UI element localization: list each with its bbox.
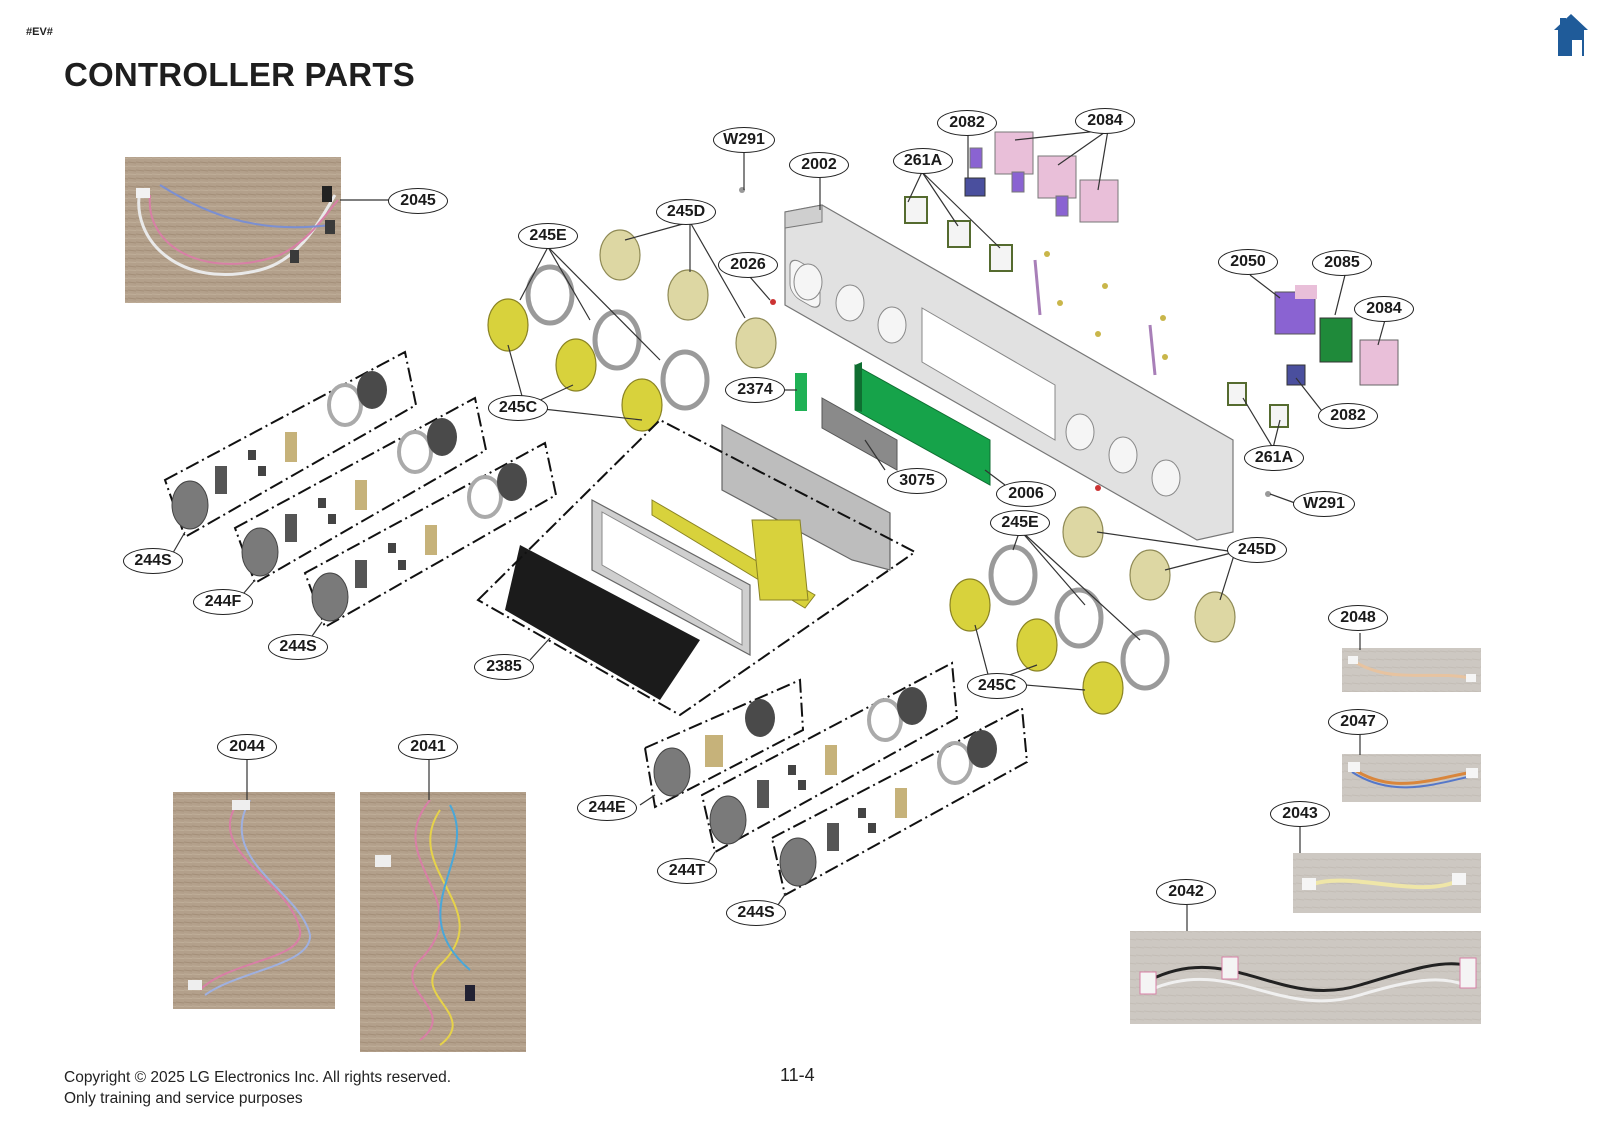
screws <box>1044 251 1168 360</box>
callout-244s-a: 244S <box>123 548 183 574</box>
callout-2084-top: 2084 <box>1075 108 1135 134</box>
screw-w291-right <box>1265 491 1271 497</box>
callout-2050: 2050 <box>1218 249 1278 275</box>
callout-2385: 2385 <box>474 654 534 680</box>
page-number: 11-4 <box>780 1065 815 1085</box>
callout-w291-right: W291 <box>1293 491 1355 517</box>
part-2082-top <box>964 177 986 197</box>
hubs-245d-lower <box>1062 506 1236 643</box>
callout-244t: 244T <box>657 858 717 884</box>
callout-2045: 2045 <box>388 188 448 214</box>
training-note: Only training and service purposes <box>64 1090 303 1107</box>
harness-2045-photo <box>125 157 341 303</box>
leader-lines <box>169 129 1386 931</box>
copyright-text: Copyright © 2025 LG Electronics Inc. All… <box>64 1069 452 1086</box>
harness-2043-photo <box>1293 853 1481 913</box>
bezels-245c-lower <box>949 578 1124 715</box>
hubs-245d-upper <box>599 229 777 369</box>
part-2085 <box>1319 317 1353 363</box>
knob-group-244f <box>233 396 488 585</box>
callout-244e: 244E <box>577 795 637 821</box>
callout-2002: 2002 <box>789 152 849 178</box>
callout-261a-right: 261A <box>1244 445 1304 471</box>
harness-2047-photo <box>1342 754 1481 802</box>
harness-2044-photo <box>173 792 335 1009</box>
knob-group-244t <box>700 661 959 854</box>
callout-2042: 2042 <box>1156 879 1216 905</box>
callout-2374: 2374 <box>725 377 785 403</box>
part-2084-right <box>1359 339 1399 386</box>
callout-2044: 2044 <box>217 734 277 760</box>
callout-261a-top: 261A <box>893 148 953 174</box>
callout-2026: 2026 <box>718 252 778 278</box>
knob-group-244e <box>643 678 805 809</box>
callout-2047: 2047 <box>1328 709 1388 735</box>
knob-group-244s-a <box>163 350 418 539</box>
brackets-261a-right <box>1227 382 1289 428</box>
callout-245e-mid: 245E <box>990 510 1050 536</box>
callout-3075: 3075 <box>887 468 947 494</box>
mounting-studs <box>1033 259 1157 376</box>
callout-2082-top: 2082 <box>937 110 997 136</box>
callout-244s-c: 244S <box>726 900 786 926</box>
callout-2082-right: 2082 <box>1318 403 1378 429</box>
page-title: CONTROLLER PARTS <box>64 56 415 93</box>
harness-2042-photo <box>1130 931 1481 1024</box>
glass-2385 <box>505 545 700 700</box>
display-group-outline <box>476 418 917 717</box>
harness-2048-photo <box>1342 648 1481 692</box>
callout-244s-b: 244S <box>268 634 328 660</box>
callout-245d-top: 245D <box>656 199 716 225</box>
part-2026 <box>770 299 776 305</box>
part-2082-right <box>1286 364 1306 386</box>
callout-2084-right: 2084 <box>1354 296 1414 322</box>
callout-2085: 2085 <box>1312 250 1372 276</box>
callout-245c-top: 245C <box>488 395 548 421</box>
switches-2084-top <box>969 131 1119 223</box>
callout-2048: 2048 <box>1328 605 1388 631</box>
callout-245e-top: 245E <box>518 223 578 249</box>
harness-2041-photo <box>360 792 526 1052</box>
brackets-261a-top <box>904 196 1013 272</box>
home-icon[interactable] <box>1552 12 1590 58</box>
callout-245d-mid: 245D <box>1227 537 1287 563</box>
callout-245c-mid: 245C <box>967 673 1027 699</box>
part-2374 <box>795 373 807 411</box>
callout-2041: 2041 <box>398 734 458 760</box>
callout-w291-top: W291 <box>713 127 775 153</box>
display-holder <box>721 424 891 571</box>
rings-245e-lower <box>988 544 1170 691</box>
footer-copyright-block: Copyright © 2025 LG Electronics Inc. All… <box>64 1067 451 1109</box>
control-panel-2002 <box>784 204 1234 541</box>
doc-code: #EV# <box>26 26 53 38</box>
callout-2043: 2043 <box>1270 801 1330 827</box>
rings-245e-upper <box>525 264 710 411</box>
knob-group-244s-b <box>303 441 558 629</box>
knob-group-244s-c <box>770 706 1029 897</box>
callout-2006: 2006 <box>996 481 1056 507</box>
bezels-245c-upper <box>487 298 663 432</box>
callout-244f: 244F <box>193 589 253 615</box>
